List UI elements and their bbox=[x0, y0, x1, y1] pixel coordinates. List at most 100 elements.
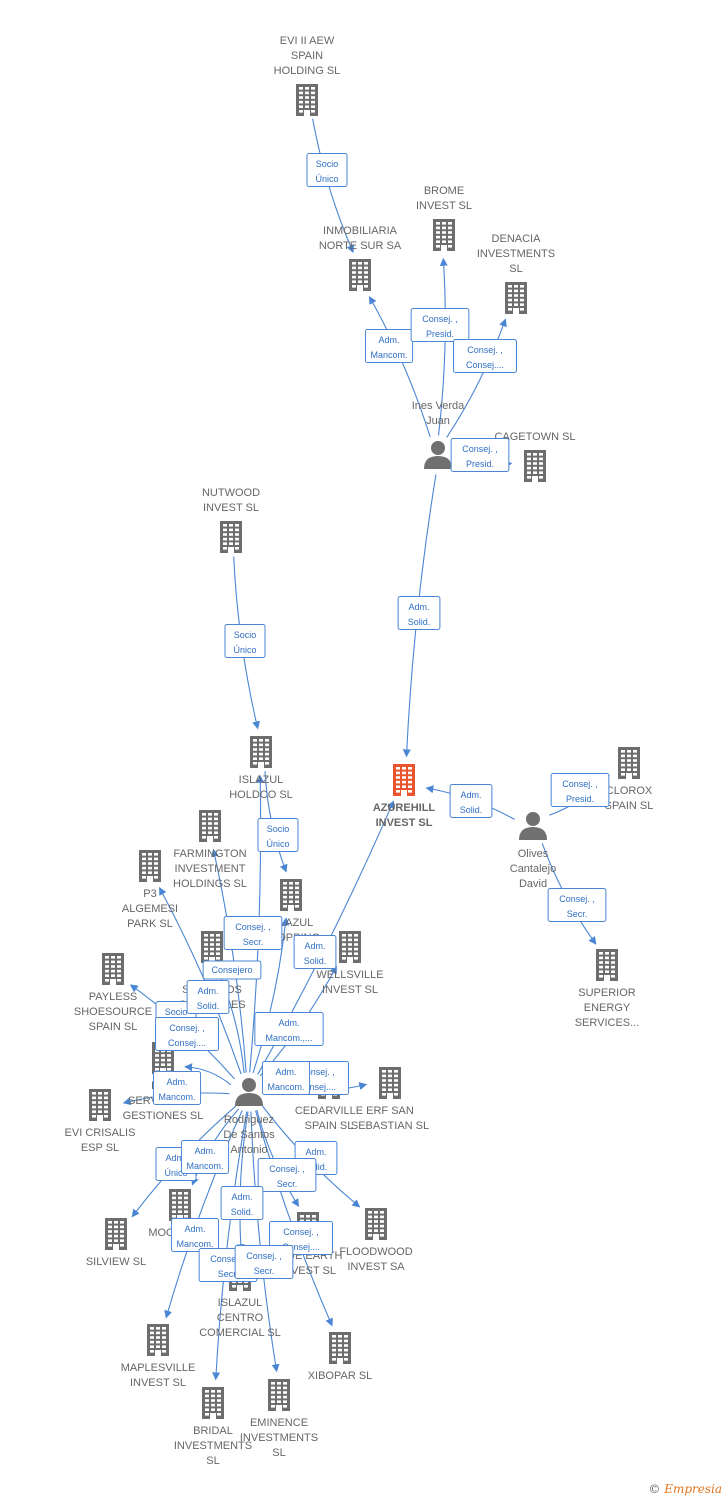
relation-label-box bbox=[234, 1245, 294, 1279]
building-window bbox=[368, 1224, 372, 1228]
building-window bbox=[348, 934, 352, 937]
relation-label-text: Presid. bbox=[466, 459, 494, 469]
building-window bbox=[533, 453, 537, 456]
relation-label-ines-denacia[interactable]: Consej. ,Consej.... bbox=[453, 339, 517, 373]
relation-label-ines-brome[interactable]: Consej. ,Presid. bbox=[410, 308, 470, 342]
building-window bbox=[104, 1096, 108, 1100]
relation-label-ines-azurehill[interactable]: Adm.Solid. bbox=[397, 596, 441, 630]
building-window bbox=[436, 226, 440, 230]
relation-label-rodriguez-farmington[interactable]: Consej. ,Secr. bbox=[223, 916, 283, 950]
node-label-line: Rodriguez bbox=[224, 1114, 274, 1126]
node-superior[interactable]: SUPERIORENERGYSERVICES... bbox=[575, 949, 640, 1029]
building-window bbox=[216, 934, 220, 937]
node-label-line: FLOODWOOD bbox=[339, 1246, 412, 1258]
relation-label-olives-superior[interactable]: Consej. ,Secr. bbox=[547, 888, 607, 922]
relation-label-olives-azurehill[interactable]: Adm.Solid. bbox=[449, 784, 493, 818]
building-window bbox=[202, 831, 206, 834]
building-window bbox=[271, 1395, 275, 1399]
building-window bbox=[354, 952, 358, 955]
relation-label-rodriguez-wellsville[interactable]: Adm.Mancom.,... bbox=[254, 1012, 324, 1046]
node-xibopar[interactable]: XIBOPAR SL bbox=[308, 1332, 373, 1382]
building-window bbox=[217, 1403, 221, 1407]
building-window bbox=[167, 1063, 171, 1066]
relation-label-ines-inmo[interactable]: Adm.Mancom. bbox=[364, 329, 414, 363]
node-cagetown[interactable]: CAGETOWN SL bbox=[494, 431, 576, 482]
node-label-line: INVEST SL bbox=[280, 1265, 336, 1277]
building-window bbox=[216, 943, 220, 946]
building-window bbox=[184, 1192, 188, 1195]
relation-label-rodriguez-moorgate[interactable]: Adm.Mancom. bbox=[180, 1140, 230, 1174]
building-window bbox=[178, 1196, 182, 1200]
building-window bbox=[332, 1348, 336, 1352]
building-window bbox=[633, 754, 637, 758]
building-window bbox=[508, 294, 512, 297]
relation-label-olives-clorox[interactable]: Consej. ,Presid. bbox=[550, 773, 610, 807]
relation-label-rodriguez-evicrisalis[interactable]: Consej. ,Consej.... bbox=[155, 1017, 219, 1051]
node-label-line: SL bbox=[206, 1455, 219, 1467]
building-window bbox=[605, 956, 609, 960]
relation-label-rodriguez-maplesville[interactable]: Adm.Mancom. bbox=[170, 1218, 220, 1252]
relation-label-box bbox=[449, 784, 493, 818]
relation-label-box bbox=[224, 624, 266, 658]
building-window bbox=[117, 960, 121, 964]
building-window bbox=[402, 767, 406, 770]
relation-label-box bbox=[223, 916, 283, 950]
relation-label-ines-cagetown[interactable]: Consej. ,Presid. bbox=[450, 438, 510, 472]
building-window bbox=[358, 275, 362, 279]
building-door bbox=[110, 979, 116, 985]
node-label-line: PARK SL bbox=[127, 918, 173, 930]
building-window bbox=[344, 1335, 348, 1338]
node-silview[interactable]: SILVIEW SL bbox=[86, 1218, 146, 1268]
building-window bbox=[332, 1339, 336, 1343]
relation-label-rodriguez-islazul2[interactable]: Adm.Solid. bbox=[293, 935, 337, 969]
relation-label-rodriguez-erf[interactable]: Adm.Mancom. bbox=[261, 1061, 311, 1095]
relation-label-rodriguez-blueearth[interactable]: Consej. ,Secr. bbox=[257, 1158, 317, 1192]
building-window bbox=[277, 1395, 281, 1399]
building-window bbox=[299, 110, 303, 113]
building-window bbox=[448, 235, 452, 239]
relation-label-rodriguez-tp[interactable]: Adm.Solid. bbox=[186, 980, 230, 1014]
building-window bbox=[599, 970, 603, 973]
building-window bbox=[108, 1244, 112, 1247]
relation-label-rodriguez-centro[interactable]: Adm.Solid. bbox=[220, 1186, 264, 1220]
relation-label-rodriguez-eminence[interactable]: Consej. ,Secr. bbox=[234, 1245, 294, 1279]
relation-label-rodriguez-p3[interactable]: Consejero bbox=[202, 960, 262, 980]
relation-label-rodriguez-bam[interactable]: Adm.Mancom. bbox=[152, 1071, 202, 1105]
building-window bbox=[154, 876, 158, 879]
building-window bbox=[223, 524, 227, 527]
building-window bbox=[217, 1408, 221, 1411]
building-window bbox=[354, 947, 358, 951]
building-window bbox=[111, 965, 115, 968]
building-door bbox=[228, 547, 234, 553]
building-door bbox=[155, 1350, 161, 1356]
footer-brand[interactable]: © Empresia bbox=[648, 1482, 722, 1496]
building-window bbox=[172, 1192, 176, 1195]
